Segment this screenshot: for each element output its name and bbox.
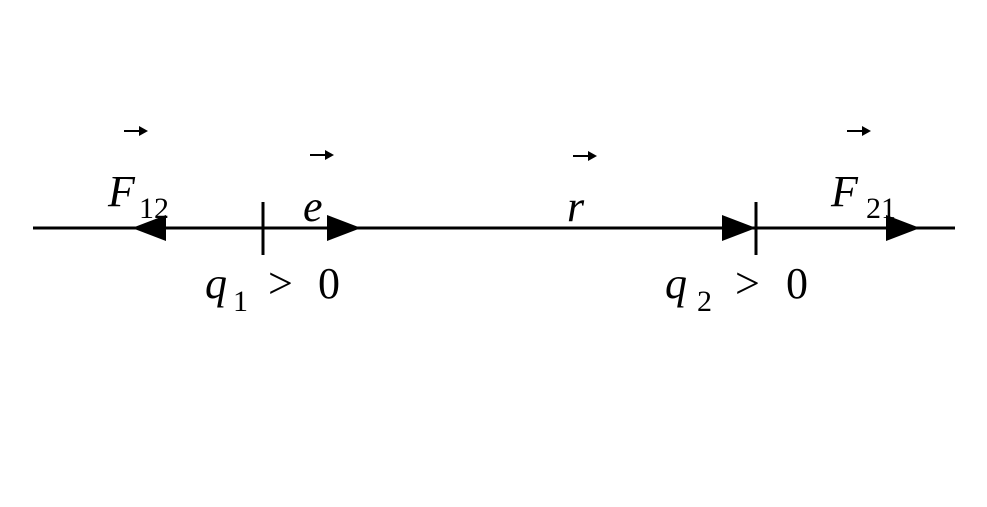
force-21-subscript: 21 (866, 192, 896, 225)
charge-2-subscript: 2 (697, 285, 712, 318)
force-12-symbol: F (107, 167, 136, 216)
charge-1-value: 0 (318, 259, 340, 308)
force-12-subscript: 12 (139, 192, 169, 225)
vector-arrow-icon-e (310, 150, 334, 160)
unit-vector-arrowhead (327, 215, 361, 241)
unit-vector-symbol: e (303, 182, 323, 231)
charge-1-subscript: 1 (233, 285, 248, 318)
force-21-arrowhead (886, 215, 920, 241)
force-12-arrowhead (132, 215, 166, 241)
charge-1-relation: > (268, 259, 293, 308)
distance-vector-arrowhead (722, 215, 756, 241)
charge-2-symbol: q (665, 259, 687, 308)
distance-vector-symbol: r (567, 182, 585, 231)
charge-2-relation: > (735, 259, 760, 308)
charge-2-value: 0 (786, 259, 808, 308)
vector-arrow-icon-f12 (124, 126, 148, 136)
force-21-symbol: F (830, 167, 859, 216)
charge-1-symbol: q (205, 259, 227, 308)
vector-arrow-icon-r (573, 151, 597, 161)
vector-arrow-icon-f21 (847, 126, 871, 136)
